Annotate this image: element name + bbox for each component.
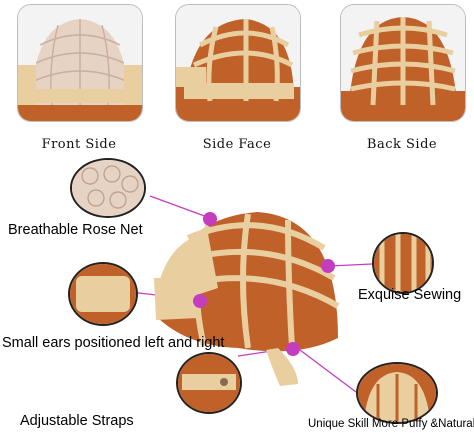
sewing-detail-image — [372, 232, 434, 294]
back-side-image — [340, 4, 466, 122]
wig-cap-front-illustration — [18, 5, 142, 121]
puffy-label: Unique Skill More Puffy &Natural — [308, 418, 474, 430]
sewing-dot — [321, 259, 335, 273]
ears-label: Small ears positioned left and right — [2, 335, 225, 351]
front-side-caption: Front Side — [41, 137, 117, 152]
rose-net-texture — [72, 160, 144, 216]
straps-dot — [286, 342, 300, 356]
ears-dot — [193, 294, 207, 308]
rose-net-dot — [203, 212, 217, 226]
front-side-image — [17, 4, 143, 122]
main-wig-cap-image — [148, 198, 348, 388]
side-face-caption: Side Face — [202, 137, 272, 152]
puffy-texture — [358, 364, 436, 422]
wig-cap-back-illustration — [341, 5, 465, 121]
rose-net-label: Breathable Rose Net — [8, 222, 143, 238]
straps-detail-image — [176, 352, 242, 414]
sewing-label: Exquise Sewing — [358, 287, 462, 303]
ears-detail-image — [68, 262, 138, 326]
side-face-image — [175, 4, 301, 122]
rose-net-detail-image — [70, 158, 146, 218]
strap-texture — [178, 354, 240, 412]
sewing-texture — [374, 234, 432, 292]
ear-tab-texture — [70, 264, 136, 324]
back-side-caption: Back Side — [366, 137, 438, 152]
straps-label: Adjustable Straps — [20, 413, 134, 429]
wig-cap-main-illustration — [154, 212, 340, 386]
wig-cap-side-illustration — [176, 5, 300, 121]
puffy-detail-image — [356, 362, 438, 424]
